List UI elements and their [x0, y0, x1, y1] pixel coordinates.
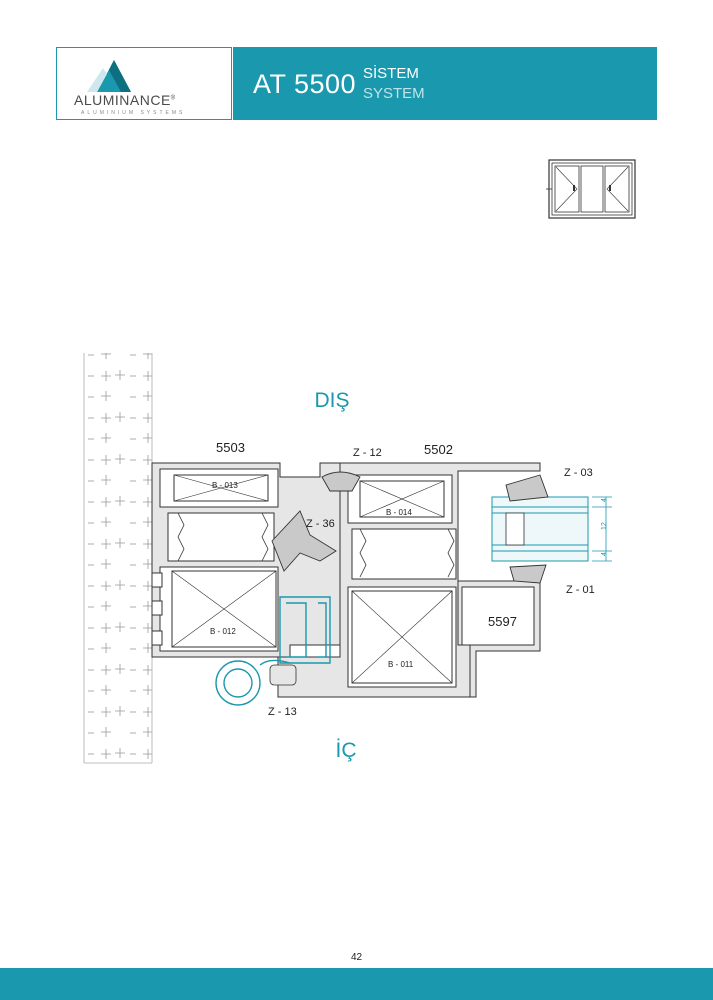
label-z01: Z - 01 [566, 584, 595, 596]
logo-triangle-icon [87, 60, 131, 92]
label-b013: B - 013 [212, 481, 238, 490]
window-thumbnail-icon [546, 159, 636, 219]
gasket-z01 [509, 564, 547, 584]
brand-tagline: ALUMINIUM SYSTEMS [81, 110, 186, 116]
label-b012: B - 012 [210, 627, 236, 636]
logo-box: ALUMINANCE® ALUMINIUM SYSTEMS [56, 47, 232, 120]
label-z03: Z - 03 [564, 467, 593, 479]
label-b011: B - 011 [388, 660, 414, 669]
header-band: AT 5500 SİSTEM SYSTEM [233, 47, 657, 120]
system-title: AT 5500 [253, 69, 357, 99]
dimension-d2: 12 [601, 522, 608, 530]
inside-label: İÇ [336, 739, 357, 762]
dimension-d3: 4 [601, 552, 608, 556]
footer-band [0, 968, 713, 1000]
page-number: 42 [350, 952, 363, 963]
gasket-z36 [271, 510, 337, 572]
dimension-d1: 4 [601, 498, 608, 502]
gasket-z03 [505, 474, 549, 502]
label-z13: Z - 13 [268, 706, 297, 718]
section-diagram: DIŞ İÇ 5503 5502 5597 Z - 12 Z - 36 Z - … [83, 353, 612, 764]
gasket-z12 [321, 471, 361, 492]
handle-insert [269, 664, 297, 686]
profile-5503 [151, 462, 341, 658]
system-label-tr: SİSTEM [363, 65, 419, 82]
profile-5597 [457, 580, 541, 698]
label-z36: Z - 36 [306, 518, 335, 530]
label-z12: Z - 12 [353, 447, 382, 459]
glazing-unit [491, 496, 589, 562]
label-5597: 5597 [488, 614, 517, 629]
gasket-z13 [215, 596, 331, 706]
label-b014: B - 014 [386, 508, 412, 517]
profile-5502 [277, 462, 541, 698]
label-5503: 5503 [216, 440, 245, 455]
dimension-lines [592, 496, 612, 562]
label-5502: 5502 [424, 442, 453, 457]
system-label-en: SYSTEM [363, 85, 425, 102]
wall-section [83, 353, 153, 764]
brand-name: ALUMINANCE® [74, 92, 176, 108]
outside-label: DIŞ [314, 389, 349, 412]
